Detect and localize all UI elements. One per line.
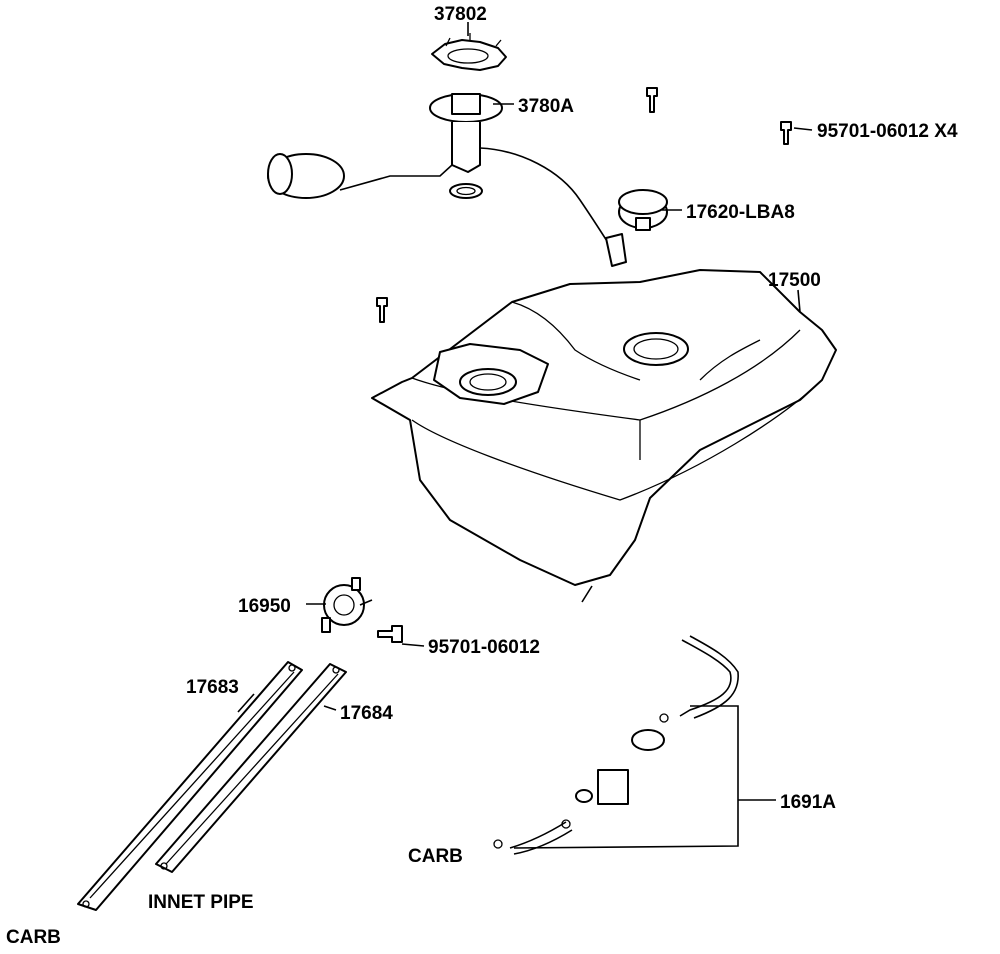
label-17683: 17683 [186,677,239,698]
label-37802: 37802 [434,4,487,25]
label-1691A: 1691A [780,792,836,813]
bolt-icon [377,625,403,643]
label-3780A: 3780A [518,96,574,117]
fuel-gauge-unit-3780A [267,93,627,267]
hose-17684 [155,663,347,873]
label-17684: 17684 [340,703,393,724]
fuel-tank-17500 [371,269,837,603]
fuel-cap-17620 [618,189,668,231]
label-carb-right: CARB [408,846,463,867]
label-95701: 95701-06012 [428,637,540,658]
label-17500: 17500 [768,270,821,291]
label-carb-left: CARB [6,927,61,948]
lock-ring-37802 [431,33,507,71]
bolt-icon [646,87,658,113]
label-16950: 16950 [238,596,291,617]
bolt-icon [376,297,388,323]
fuel-cock-16950 [321,577,373,633]
hose-17683 [77,661,303,911]
label-innet-pipe: INNET PIPE [148,892,254,913]
label-95701-x4: 95701-06012 X4 [817,121,958,142]
bolt-icon [780,121,792,145]
leader-lines [237,22,813,849]
label-17620: 17620-LBA8 [686,202,795,223]
fuel-filter-assembly-1691A [493,635,739,855]
